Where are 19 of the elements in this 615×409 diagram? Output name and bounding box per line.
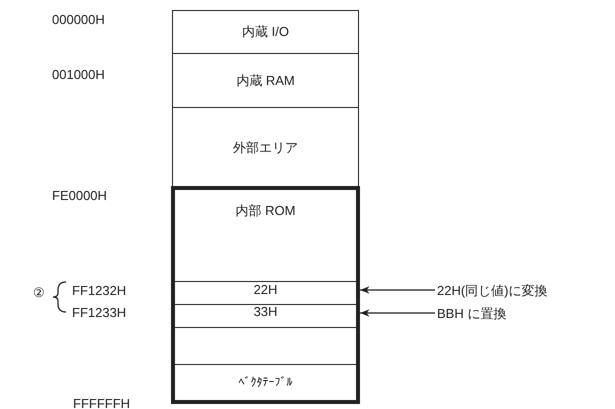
memory-region: ﾍﾞｸﾀﾃｰﾌﾞﾙ [175,364,356,400]
rom-region [171,186,360,404]
memory-region: 内蔵 I/O [172,10,359,54]
address-label: 001000H [52,67,105,82]
arrow [360,286,435,294]
address-label: FE0000H [52,188,107,203]
region-title: 内部 ROM [234,202,296,220]
address-label: FF1233H [72,305,126,320]
arrow [360,309,435,317]
address-label: 000000H [52,12,105,27]
annotation-text: 22H(同じ値)に変換 [437,282,548,300]
circled-number: ② [33,285,45,301]
memory-region: 内蔵 RAM [172,53,359,108]
address-label: FFFFFFH [73,396,130,409]
address-label: FF1232H [72,283,126,298]
annotation-text: BBH に置換 [437,305,506,323]
memory-cell: 22H [175,281,356,305]
memory-region: 外部エリア [172,107,359,188]
memory-cell: 33H [175,304,356,328]
